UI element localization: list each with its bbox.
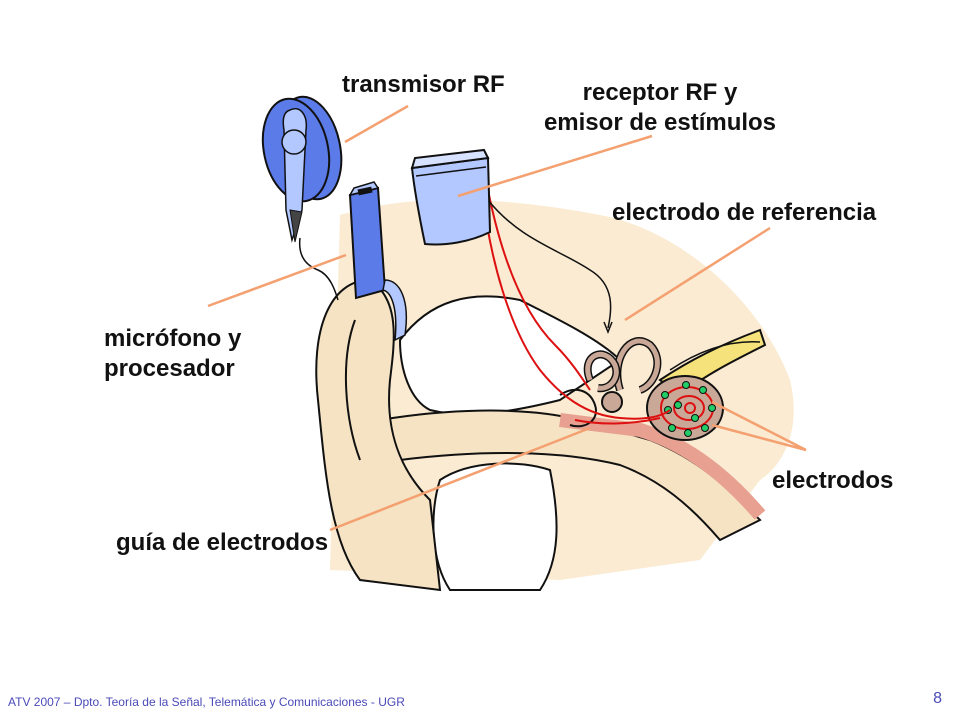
leader-guia bbox=[329, 426, 591, 532]
processor-body bbox=[348, 186, 387, 300]
processor-slot bbox=[357, 186, 373, 196]
leader-lines bbox=[207, 104, 807, 532]
cochlea-turn-2 bbox=[673, 395, 705, 421]
semicircular-canal-2-fill bbox=[585, 351, 619, 391]
leader-electrodos-1 bbox=[711, 400, 807, 452]
footer-credit: ATV 2007 – Dpto. Teoría de la Señal, Tel… bbox=[8, 695, 405, 709]
leader-referencia bbox=[624, 226, 771, 322]
electrode-wire bbox=[481, 189, 671, 420]
electrode-dot bbox=[682, 381, 690, 389]
label-receptor-line2: emisor de estímulos bbox=[543, 109, 777, 136]
canal-inner bbox=[559, 413, 766, 520]
reference-wire bbox=[487, 189, 591, 391]
reference-lead bbox=[487, 199, 612, 329]
leader-transmisor bbox=[344, 104, 409, 144]
electrode-dot bbox=[684, 429, 692, 437]
ear-canal bbox=[378, 409, 762, 542]
leader-microfono bbox=[207, 253, 347, 308]
electrode-dot bbox=[668, 424, 676, 432]
auricle-fold bbox=[344, 319, 361, 461]
label-microfono-line1: micrófono y bbox=[104, 325, 242, 352]
reference-tip bbox=[603, 321, 613, 335]
electrode-dot bbox=[674, 401, 682, 409]
electrode-dot bbox=[708, 404, 716, 412]
label-electrodo-referencia: electrodo de referencia bbox=[612, 199, 877, 226]
page-number: 8 bbox=[933, 690, 942, 707]
rf-transmitter-knob bbox=[281, 129, 307, 155]
rf-receiver-top bbox=[410, 148, 490, 170]
label-microfono-procesador: micrófono y procesador bbox=[104, 324, 241, 384]
processor-earhook bbox=[382, 279, 407, 342]
electrode-dot bbox=[699, 386, 707, 394]
label-electrodos: electrodos bbox=[772, 467, 894, 494]
label-microfono-line2: procesador bbox=[104, 355, 235, 382]
electrode-dots bbox=[661, 381, 716, 437]
electrode-dot bbox=[691, 414, 699, 422]
ossicles bbox=[559, 388, 597, 428]
label-transmisor-rf: transmisor RF bbox=[342, 71, 505, 98]
rf-receiver-edge bbox=[415, 166, 487, 177]
rf-transmitter-tip bbox=[289, 209, 303, 243]
label-receptor-line1: receptor RF y bbox=[582, 79, 738, 106]
transmitter-cable bbox=[298, 237, 339, 301]
label-guia-electrodos: guía de electrodos bbox=[116, 529, 329, 556]
electrode-dot bbox=[661, 391, 669, 399]
leader-receptor bbox=[457, 134, 653, 198]
auditory-nerve-2 bbox=[669, 341, 761, 371]
leader-electrodos-2 bbox=[711, 423, 807, 452]
ossicle-round bbox=[601, 391, 623, 413]
label-receptor-rf: receptor RF y emisor de estímulos bbox=[520, 78, 800, 138]
rf-receiver bbox=[410, 156, 492, 246]
guide-wire bbox=[574, 417, 661, 425]
electrode-dot bbox=[701, 424, 709, 432]
cochlea-center bbox=[684, 402, 696, 414]
